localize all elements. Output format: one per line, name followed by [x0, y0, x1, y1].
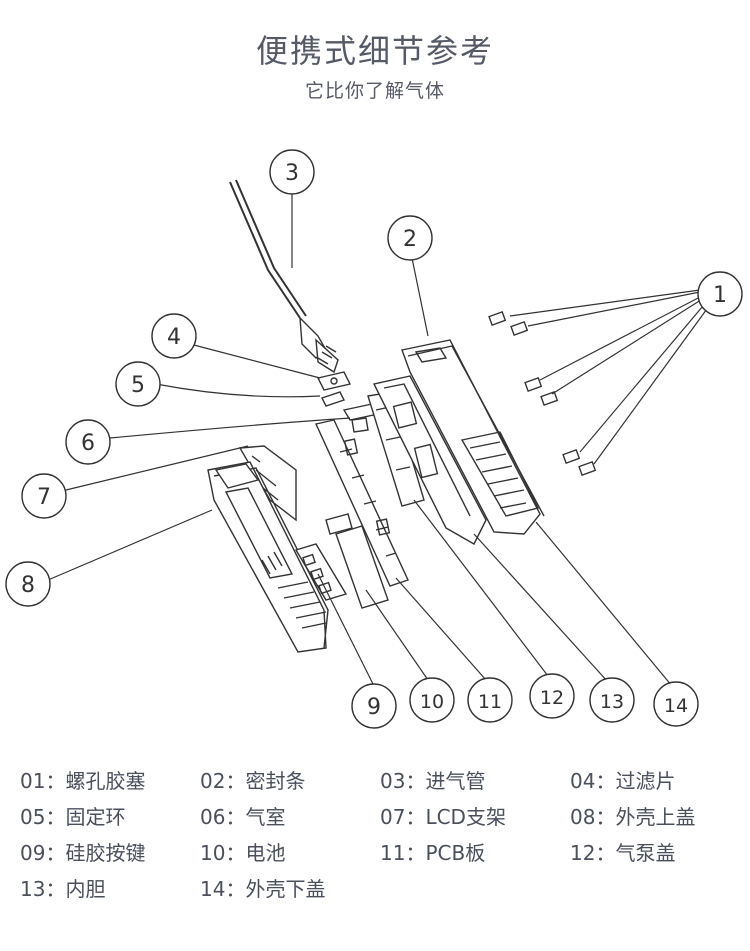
callout-2: 2	[387, 215, 433, 261]
parts-legend: 01：螺孔胶塞 02：密封条 03：进气管 04：过滤片 05：固定环 06：气…	[20, 766, 740, 904]
legend-item: 10：电池	[200, 841, 286, 865]
callout-11: 11	[467, 677, 513, 723]
part-intake-tube	[229, 179, 339, 374]
legend-item: 09：硅胶按键	[20, 841, 146, 865]
callout-8: 8	[5, 561, 51, 607]
svg-text:10: 10	[420, 691, 444, 713]
callout-13: 13	[589, 677, 635, 723]
part-silicone-keypad	[294, 543, 348, 601]
callout-10: 10	[409, 677, 455, 723]
part-filter	[316, 371, 352, 391]
legend-item: 12：气泵盖	[570, 841, 676, 865]
page-title: 便携式细节参考	[255, 32, 494, 70]
part-screw-plugs	[488, 310, 597, 476]
part-battery	[325, 513, 389, 609]
part-bottom-shell	[401, 339, 545, 535]
part-gas-chamber	[342, 403, 380, 433]
part-fixing-ring	[321, 391, 345, 407]
legend-item: 11：PCB板	[380, 841, 486, 865]
legend-item: 01：螺孔胶塞	[20, 769, 146, 793]
callout-12: 12	[529, 673, 575, 719]
svg-text:2: 2	[403, 227, 417, 252]
legend-item: 14：外壳下盖	[200, 877, 326, 901]
legend-item: 05：固定环	[20, 805, 126, 829]
exploded-view-diagram: 1 2 3 4 5 6 7 8	[5, 149, 743, 729]
svg-text:3: 3	[285, 161, 299, 186]
svg-text:4: 4	[167, 325, 181, 350]
svg-text:6: 6	[81, 431, 95, 456]
callout-5: 5	[115, 361, 161, 407]
svg-text:13: 13	[600, 691, 624, 713]
page-subtitle: 它比你了解气体	[304, 80, 445, 102]
legend-item: 03：进气管	[380, 769, 486, 793]
legend-item: 02：密封条	[200, 769, 306, 793]
callout-1: 1	[697, 271, 743, 317]
callout-4: 4	[151, 313, 197, 359]
callout-7: 7	[21, 473, 67, 519]
svg-text:1: 1	[713, 283, 727, 308]
legend-item: 13：内胆	[20, 877, 106, 901]
svg-text:8: 8	[21, 573, 35, 598]
legend-item: 04：过滤片	[570, 769, 676, 793]
part-inner-chassis	[372, 375, 487, 545]
callout-9: 9	[351, 683, 397, 729]
svg-text:9: 9	[367, 695, 381, 720]
part-pcb	[315, 419, 409, 587]
leader-lines	[47, 190, 713, 687]
svg-text:12: 12	[540, 687, 564, 709]
svg-text:11: 11	[478, 691, 502, 713]
svg-text:7: 7	[37, 485, 51, 510]
callout-14: 14	[653, 681, 699, 727]
svg-text:14: 14	[664, 695, 688, 717]
callout-6: 6	[65, 419, 111, 465]
legend-item: 07：LCD支架	[380, 805, 506, 829]
legend-item: 08：外壳上盖	[570, 805, 696, 829]
svg-text:5: 5	[131, 373, 145, 398]
part-top-shell	[207, 461, 329, 653]
legend-item: 06：气室	[200, 805, 286, 829]
callout-3: 3	[269, 149, 315, 195]
